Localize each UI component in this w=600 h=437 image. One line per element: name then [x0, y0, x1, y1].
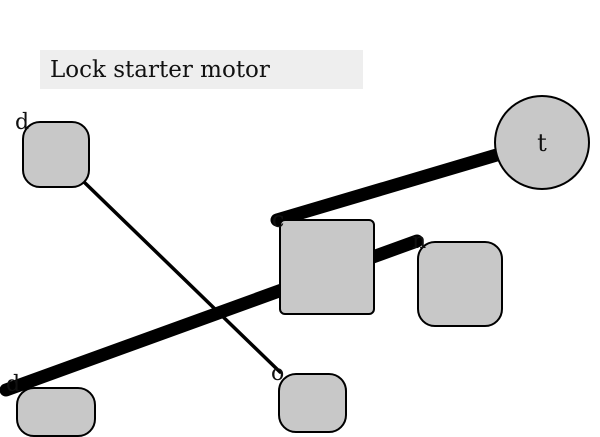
node-d-top-label: d	[15, 110, 30, 135]
node-t[interactable]: t	[494, 95, 590, 190]
node-d-bottom-label: d	[6, 372, 21, 397]
title-box: Lock starter motor	[40, 50, 363, 89]
node-c-label: c	[272, 208, 285, 233]
node-t-label: t	[537, 128, 547, 157]
node-c[interactable]	[279, 219, 375, 315]
node-d-bottom[interactable]	[16, 387, 96, 437]
node-o-label: o	[271, 361, 285, 386]
node-o[interactable]	[278, 373, 347, 433]
connector-d-o	[82, 180, 282, 374]
node-n-label: n	[412, 229, 427, 254]
connector-c-t	[270, 147, 507, 227]
node-d-top[interactable]	[22, 121, 90, 188]
node-n[interactable]	[417, 241, 503, 327]
diagram-canvas: Lock starter motor t d c n d o	[0, 50, 590, 437]
